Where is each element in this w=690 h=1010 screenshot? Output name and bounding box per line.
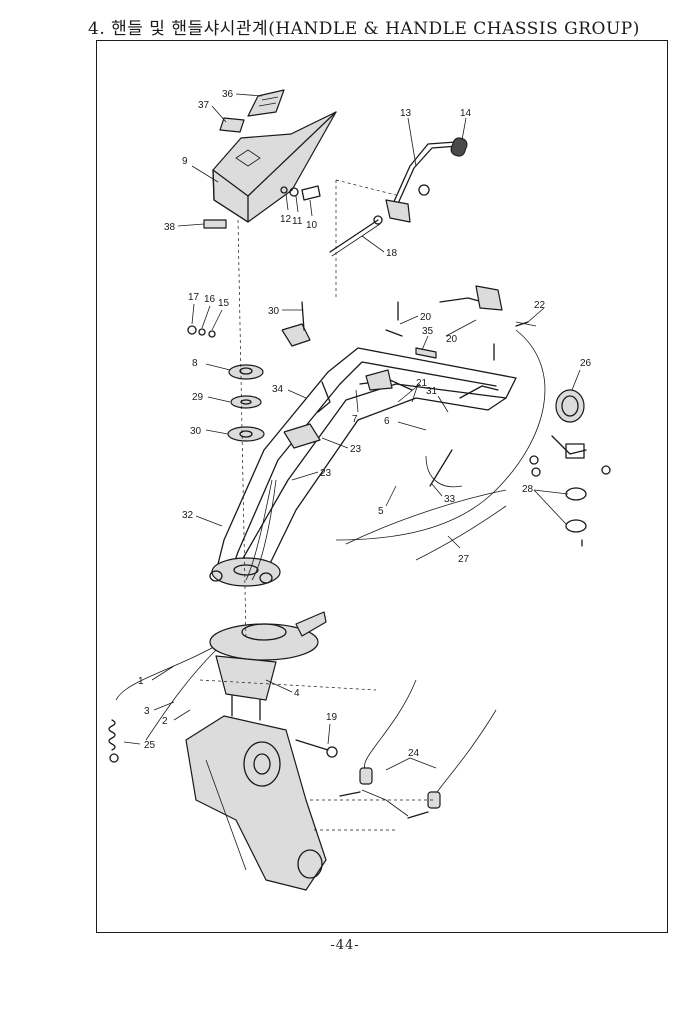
callout-label: 33 [444, 494, 456, 505]
callout-label: 8 [192, 358, 198, 369]
badge-part-38 [203, 219, 227, 229]
handle-chassis-frame-part [209, 347, 517, 587]
callout-label: 30 [190, 426, 202, 437]
callout-label: 21 [416, 378, 428, 389]
callout-label: 35 [422, 326, 434, 337]
callout-label: 7 [352, 414, 358, 425]
callout-label: 22 [534, 300, 546, 311]
cover-label-plate-part [247, 89, 285, 117]
throttle-lever-part [335, 137, 468, 223]
callout-label: 23 [350, 444, 362, 455]
clutch-lever-right [439, 285, 537, 399]
callout-label: 4 [294, 688, 300, 699]
callout-label: 2 [162, 716, 168, 727]
callout-label: 26 [580, 358, 592, 369]
spring-19 [108, 719, 119, 763]
clamp-parts-33 [529, 455, 611, 547]
lower-cable-parts [310, 679, 497, 831]
callout-label: 36 [222, 89, 234, 100]
transmission-case-part [185, 715, 327, 891]
callout-label: 29 [192, 392, 204, 403]
callout-label: 27 [458, 554, 470, 565]
diagram-frame [96, 40, 668, 933]
small-plate-part [219, 117, 245, 133]
callout-label: 14 [460, 108, 472, 119]
bolt-washer-set-10-12 [280, 185, 321, 201]
callout-label: 1 [138, 676, 144, 687]
callout-label: 5 [378, 506, 384, 517]
callout-label: 38 [164, 222, 176, 233]
callout-label: 16 [204, 294, 216, 305]
nut-washer-stack [187, 325, 265, 442]
callout-label: 6 [384, 416, 390, 427]
callout-label: 13 [400, 108, 412, 119]
callout-label: 11 [292, 216, 303, 227]
callout-label: 19 [326, 712, 338, 723]
cable-part-18 [329, 215, 383, 257]
callout-label: 25 [144, 740, 156, 751]
callout-label: 20 [420, 312, 432, 323]
callout-label: 10 [306, 220, 318, 231]
callout-label: 9 [182, 156, 188, 167]
callout-label: 24 [408, 748, 420, 759]
callout-label: 32 [182, 510, 194, 521]
page-number: -44- [330, 938, 360, 953]
callout-labels: 36 37 9 12 11 10 38 13 14 18 17 16 15 30… [123, 89, 592, 817]
page-title: 4. 핸들 및 핸들샤시관계(HANDLE & HANDLE CHASSIS G… [88, 19, 640, 39]
callout-label: 17 [188, 292, 200, 303]
cable-assemblies [115, 321, 546, 741]
callout-label: 18 [386, 248, 398, 259]
clutch-lever-left [359, 301, 413, 391]
callout-label: 15 [218, 298, 230, 309]
callout-label: 37 [198, 100, 210, 111]
handle-cover-part [212, 111, 337, 223]
callout-label: 30 [268, 306, 280, 317]
callout-label: 3 [144, 706, 150, 717]
callout-label: 34 [272, 384, 284, 395]
swivel-base-part [199, 611, 377, 721]
bolt-2 [295, 739, 338, 758]
headlight-part [551, 389, 587, 459]
brackets-30 [281, 301, 321, 449]
callout-label: 28 [522, 484, 534, 495]
exploded-parts-diagram: 36 37 9 12 11 10 38 13 14 18 17 16 15 30… [108, 89, 611, 891]
callout-label: 20 [446, 334, 458, 345]
callout-label: 23 [320, 468, 332, 479]
callout-label: 12 [280, 214, 292, 225]
callout-label: 31 [426, 386, 438, 397]
